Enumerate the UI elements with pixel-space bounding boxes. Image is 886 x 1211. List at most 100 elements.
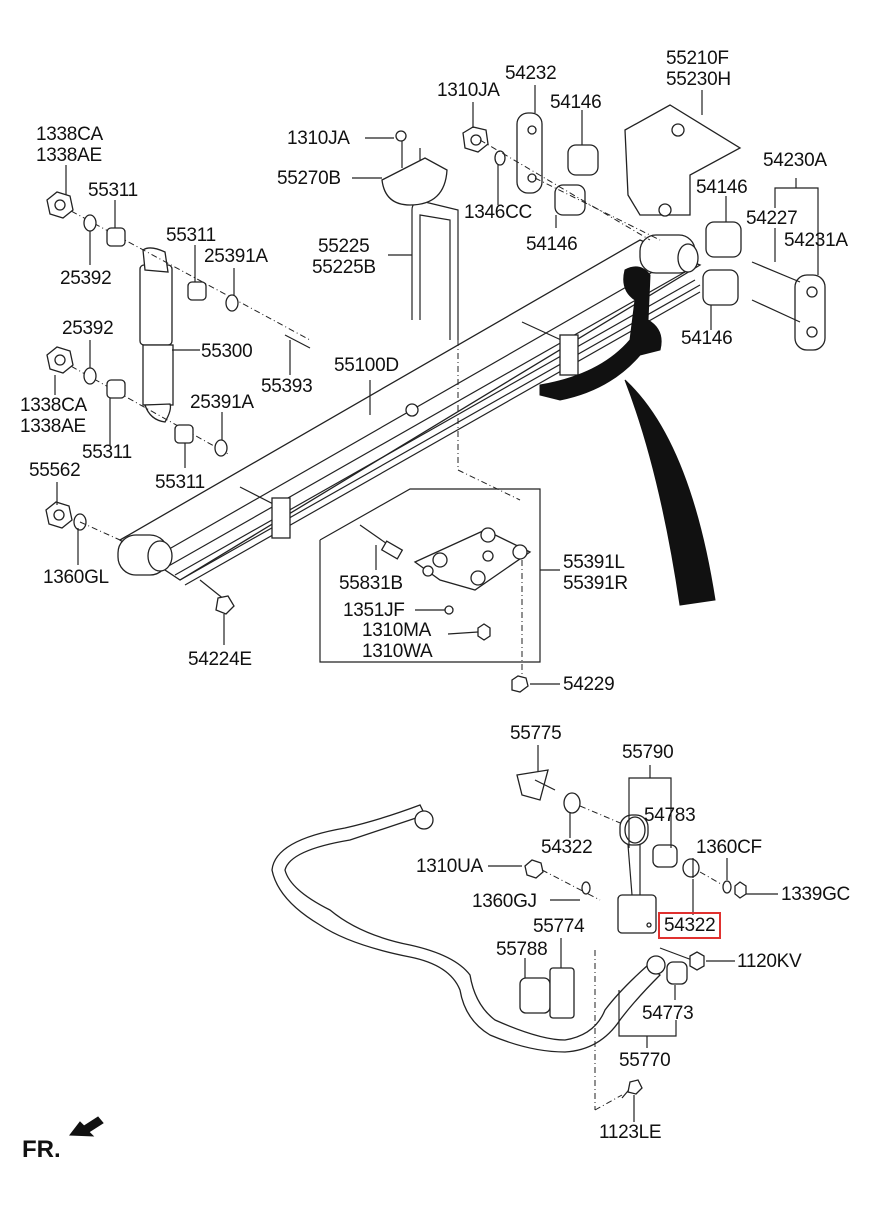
part-number: 55230H xyxy=(666,69,731,90)
part-label-54322-highlighted[interactable]: 54322 xyxy=(657,912,722,939)
shock-absorber xyxy=(59,204,311,456)
part-label-54227[interactable]: 54227 xyxy=(746,208,798,229)
part-number: 55774 xyxy=(533,916,585,937)
part-number: 25392 xyxy=(60,268,112,289)
part-label-1123LE[interactable]: 1123LE xyxy=(599,1122,662,1143)
part-number: 1338CA xyxy=(36,124,103,145)
part-number: 1310MA xyxy=(362,620,431,641)
part-label-55790[interactable]: 55790 xyxy=(622,742,674,763)
part-label-25392[interactable]: 25392 xyxy=(62,318,114,339)
part-number: 55210F xyxy=(666,48,729,69)
part-label-1310UA[interactable]: 1310UA xyxy=(416,856,483,877)
part-label-55311[interactable]: 55311 xyxy=(88,180,138,201)
u-bolt xyxy=(411,201,523,680)
part-number: 1310WA xyxy=(362,641,433,662)
part-label-1310JA[interactable]: 1310JA xyxy=(437,80,500,101)
leader-lines xyxy=(54,85,819,1122)
part-number: 25392 xyxy=(62,318,114,339)
part-number: 1351JF xyxy=(343,600,405,621)
part-number: 55790 xyxy=(622,742,674,763)
part-number: 1310JA xyxy=(437,80,500,101)
part-number: 55270B xyxy=(277,168,341,189)
part-label-55311[interactable]: 55311 xyxy=(166,225,216,246)
part-number: 55775 xyxy=(510,723,562,744)
part-label-55831B[interactable]: 55831B xyxy=(339,573,403,594)
part-label-54146[interactable]: 54146 xyxy=(526,234,578,255)
part-label-54229[interactable]: 54229 xyxy=(563,674,615,695)
part-label-25391A[interactable]: 25391A xyxy=(190,392,254,413)
stabilizer-bar xyxy=(271,804,666,1053)
part-number: 54322 xyxy=(664,915,716,936)
part-label-1360CF[interactable]: 1360CF xyxy=(696,837,762,858)
part-number: 55100D xyxy=(334,355,399,376)
part-label-55393[interactable]: 55393 xyxy=(261,376,313,397)
mounting-plate-box xyxy=(319,488,541,693)
part-number: 54322 xyxy=(541,837,593,858)
part-label-1339GC[interactable]: 1339GC xyxy=(781,884,850,905)
stabilizer-link-hardware xyxy=(516,769,747,1111)
part-label-1360GL[interactable]: 1360GL xyxy=(43,567,109,588)
part-label-54146[interactable]: 54146 xyxy=(681,328,733,349)
part-label-55300[interactable]: 55300 xyxy=(201,341,253,362)
part-number: 25391A xyxy=(190,392,254,413)
part-label-54322[interactable]: 54322 xyxy=(541,837,593,858)
part-number: 54773 xyxy=(642,1003,694,1024)
part-number: 54146 xyxy=(526,234,578,255)
part-number: 55311 xyxy=(82,442,132,463)
part-label-55311[interactable]: 55311 xyxy=(155,472,205,493)
part-label-54146[interactable]: 54146 xyxy=(550,92,602,113)
part-label-1120KV[interactable]: 1120KV xyxy=(737,951,802,972)
part-label-55774[interactable]: 55774 xyxy=(533,916,585,937)
part-label-54230A[interactable]: 54230A xyxy=(763,150,827,171)
part-number: 55393 xyxy=(261,376,313,397)
part-label-55311[interactable]: 55311 xyxy=(82,442,132,463)
part-label-25391A[interactable]: 25391A xyxy=(204,246,268,267)
part-number: 54783 xyxy=(644,805,696,826)
part-number: 55831B xyxy=(339,573,403,594)
part-label-55770[interactable]: 55770 xyxy=(619,1050,671,1071)
part-number: 55788 xyxy=(496,939,548,960)
part-number: 55391R xyxy=(563,573,628,594)
part-label-54224E[interactable]: 54224E xyxy=(188,649,252,670)
part-number: 55770 xyxy=(619,1050,671,1071)
part-label-55775[interactable]: 55775 xyxy=(510,723,562,744)
part-label-1360GJ[interactable]: 1360GJ xyxy=(472,891,537,912)
part-label-54146[interactable]: 54146 xyxy=(696,177,748,198)
bump-stopper xyxy=(381,130,448,206)
part-number: 1338AE xyxy=(20,416,86,437)
part-number: 54232 xyxy=(505,63,557,84)
part-number: 54146 xyxy=(550,92,602,113)
part-number: 1310JA xyxy=(287,128,350,149)
part-label-55788[interactable]: 55788 xyxy=(496,939,548,960)
front-direction-arrow-icon xyxy=(69,1116,104,1137)
part-number: 54146 xyxy=(696,177,748,198)
part-label-55100D[interactable]: 55100D xyxy=(334,355,399,376)
part-label-1351JF[interactable]: 1351JF xyxy=(343,600,405,621)
part-label-25392[interactable]: 25392 xyxy=(60,268,112,289)
part-number: 55562 xyxy=(29,460,81,481)
part-label-54773[interactable]: 54773 xyxy=(642,1003,694,1024)
part-label-1310JA[interactable]: 1310JA xyxy=(287,128,350,149)
shock-hardware xyxy=(45,191,311,615)
part-number: 55391L xyxy=(563,552,625,573)
part-label-55270B[interactable]: 55270B xyxy=(277,168,341,189)
part-number: 1123LE xyxy=(599,1122,662,1143)
part-label-54231A[interactable]: 54231A xyxy=(784,230,848,251)
part-label-1346CC[interactable]: 1346CC xyxy=(464,202,532,223)
part-number: 54146 xyxy=(681,328,733,349)
part-label-55562[interactable]: 55562 xyxy=(29,460,81,481)
part-label-54232[interactable]: 54232 xyxy=(505,63,557,84)
part-number: 1360GL xyxy=(43,567,109,588)
part-label-54783[interactable]: 54783 xyxy=(644,805,696,826)
part-number: 54227 xyxy=(746,208,798,229)
shackle-assembly xyxy=(462,104,826,351)
part-number: 1360GJ xyxy=(472,891,537,912)
